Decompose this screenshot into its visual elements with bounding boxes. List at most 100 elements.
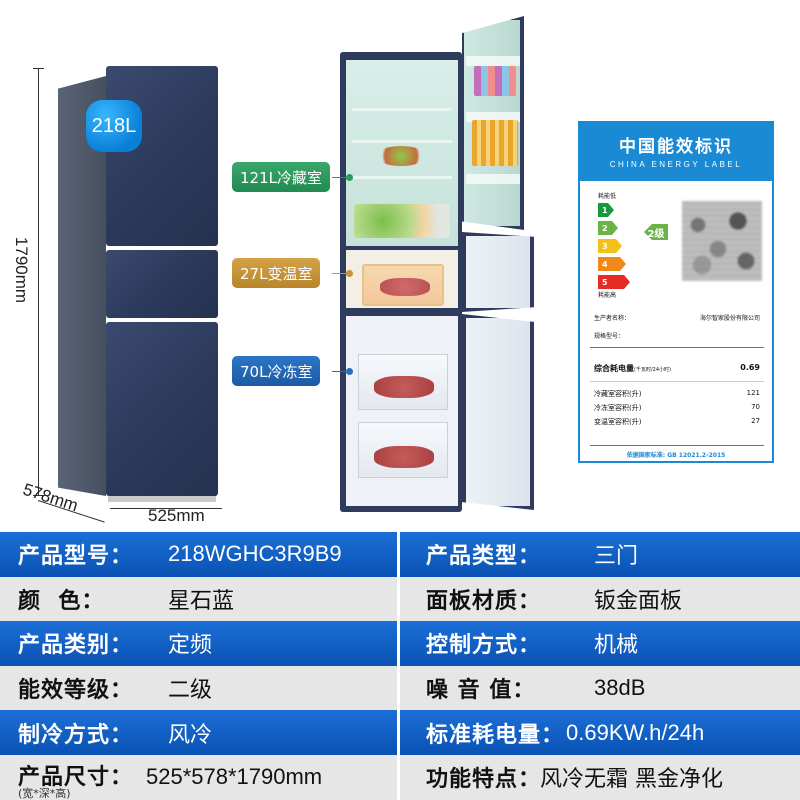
energy-label-header: 中国能效标识 CHINA ENERGY LABEL — [580, 123, 772, 181]
spec-value: 钣金面板 — [594, 588, 683, 614]
spec-cell: 产品类型： 三门 — [400, 532, 800, 577]
vegetable-drawer — [354, 204, 450, 238]
energy-label-footer: 依据国家标准: GB 12021.2-2015 — [626, 452, 726, 459]
spec-row: 能效等级： 二级 噪 音 值： 38dB — [0, 665, 800, 711]
fridge-compartment-callout: 121L冷藏室 — [232, 162, 330, 192]
spec-key: 产品型号： — [18, 544, 134, 570]
spec-key: 面板材质： — [426, 588, 542, 614]
callout-connector — [332, 371, 352, 372]
spec-cell: 功能特点： 风冷无霜 黑金净化 — [400, 755, 800, 800]
spec-row: 产品尺寸： (宽*深*高) 525*578*1790mm 功能特点： 风冷无霜 … — [0, 755, 800, 800]
divider — [590, 381, 764, 382]
meat-illustration — [374, 446, 434, 468]
spec-key: 噪 音 值： — [426, 678, 536, 704]
spec-value: 风冷无霜 黑金净化 — [540, 767, 723, 793]
manufacturer-row: 生产者名称： 海尔智家股份有限公司 — [594, 313, 760, 322]
fridge-shelf — [352, 176, 452, 179]
width-dimension-label: 525mm — [148, 506, 205, 525]
spec-value: 机械 — [594, 633, 639, 659]
spec-key: 能效等级： — [18, 678, 134, 704]
fridge-shelf — [352, 108, 452, 111]
open-fridge-image — [340, 16, 550, 512]
fridge-shelf — [352, 140, 452, 143]
meat-illustration — [374, 376, 434, 398]
spec-value: 三门 — [594, 544, 639, 570]
energy-label-title: 中国能效标识 — [619, 137, 733, 157]
door-bin — [466, 174, 520, 184]
grade-bar: 2 — [598, 221, 618, 235]
manufacturer-value: 海尔智家股份有限公司 — [699, 315, 760, 322]
callout-dot — [346, 368, 353, 375]
spec-cell: 面板材质： 钣金面板 — [400, 576, 800, 622]
model-key: 规格型号： — [594, 333, 625, 340]
spec-cell: 噪 音 值： 38dB — [400, 665, 800, 711]
high-consumption-text: 耗能高 — [598, 292, 617, 299]
fridge-door-bottom — [106, 322, 218, 496]
spec-key: 颜 色： — [18, 588, 105, 614]
spec-cell: 控制方式： 机械 — [400, 621, 800, 666]
freezer-callout: 70L冷冻室 — [232, 356, 321, 386]
consumption-key-group: 综合耗电量(千瓦时/24小时) — [594, 363, 671, 374]
qr-code-icon — [682, 201, 762, 281]
volume-row: 变温室容积(升) 27 — [594, 417, 760, 427]
grade-bar: 5 — [598, 275, 630, 289]
grade-bar: 1 — [598, 203, 614, 217]
low-consumption-text: 耗能低 — [598, 193, 617, 200]
spec-row: 产品类别： 定频 控制方式： 机械 — [0, 621, 800, 666]
spec-row: 产品型号： 218WGHC3R9B9 产品类型： 三门 — [0, 532, 800, 577]
spec-value: 38dB — [594, 675, 646, 701]
energy-grade-indicator: 2级 — [644, 224, 668, 240]
capacity-badge: 218L — [86, 100, 142, 152]
consumption-key: 综合耗电量 — [594, 364, 634, 373]
fridge-open-door-bottom — [462, 314, 534, 510]
callout-dot — [346, 174, 353, 181]
spec-key: 功能特点： — [426, 767, 542, 793]
volume-value: 121 — [746, 389, 760, 397]
product-illustration: 218L 1790mm 578mm 525mm 121L冷藏室 27L变温室 — [12, 16, 774, 525]
callout-connector — [332, 177, 352, 178]
consumption-unit: (千瓦时/24小时) — [634, 367, 671, 373]
spec-key: 控制方式： — [426, 633, 542, 659]
spec-row: 颜 色： 星石蓝 面板材质： 钣金面板 — [0, 576, 800, 622]
grade-bar: 3 — [598, 239, 622, 253]
fridge-door-middle — [106, 250, 218, 318]
volume-row: 冷冻室容积(升) 70 — [594, 403, 760, 413]
spec-cell: 产品类别： 定频 — [0, 621, 400, 666]
fruit-illustration — [376, 146, 426, 166]
drink-cans-illustration — [474, 66, 516, 96]
spec-key-note: (宽*深*高) — [18, 787, 71, 800]
spec-value: 定频 — [168, 633, 213, 659]
spec-cell: 能效等级： 二级 — [0, 665, 400, 711]
callout-dot — [346, 270, 353, 277]
height-dimension-label: 1790mm — [12, 236, 32, 304]
fridge-open-door-middle — [462, 232, 534, 312]
fridge-feet — [108, 496, 216, 502]
energy-label: 中国能效标识 CHINA ENERGY LABEL 耗能低 1 2 3 4 5 … — [578, 121, 774, 463]
volume-value: 27 — [751, 417, 760, 425]
spec-cell: 制冷方式： 风冷 — [0, 710, 400, 755]
height-dimension-line — [33, 68, 44, 496]
spec-key: 制冷方式： — [18, 722, 134, 748]
model-row: 规格型号： — [594, 331, 760, 340]
callout-connector — [332, 273, 352, 274]
divider — [590, 445, 764, 446]
spec-value: 525*578*1790mm — [146, 764, 323, 790]
spec-cell: 标准耗电量： 0.69KW.h/24h — [400, 710, 800, 755]
divider — [590, 347, 764, 348]
spec-value: 218WGHC3R9B9 — [168, 541, 342, 567]
spec-row: 制冷方式： 风冷 标准耗电量： 0.69KW.h/24h — [0, 710, 800, 755]
spec-value: 0.69KW.h/24h — [566, 719, 705, 745]
spec-cell: 产品尺寸： (宽*深*高) 525*578*1790mm — [0, 755, 400, 800]
volume-key: 冷冻室容积(升) — [594, 404, 642, 412]
volume-key: 冷藏室容积(升) — [594, 390, 642, 398]
width-dimension-line — [110, 508, 222, 509]
spec-cell: 颜 色： 星石蓝 — [0, 576, 400, 622]
volume-value: 70 — [751, 403, 760, 411]
spec-value: 二级 — [168, 678, 213, 704]
manufacturer-key: 生产者名称： — [594, 315, 631, 322]
fridge-door-top — [106, 66, 218, 246]
spec-key: 产品类别： — [18, 633, 134, 659]
spec-key: 产品类型： — [426, 544, 542, 570]
spec-key: 产品尺寸： — [18, 765, 134, 790]
consumption-row: 综合耗电量(千瓦时/24小时) 0.69 — [594, 363, 760, 374]
